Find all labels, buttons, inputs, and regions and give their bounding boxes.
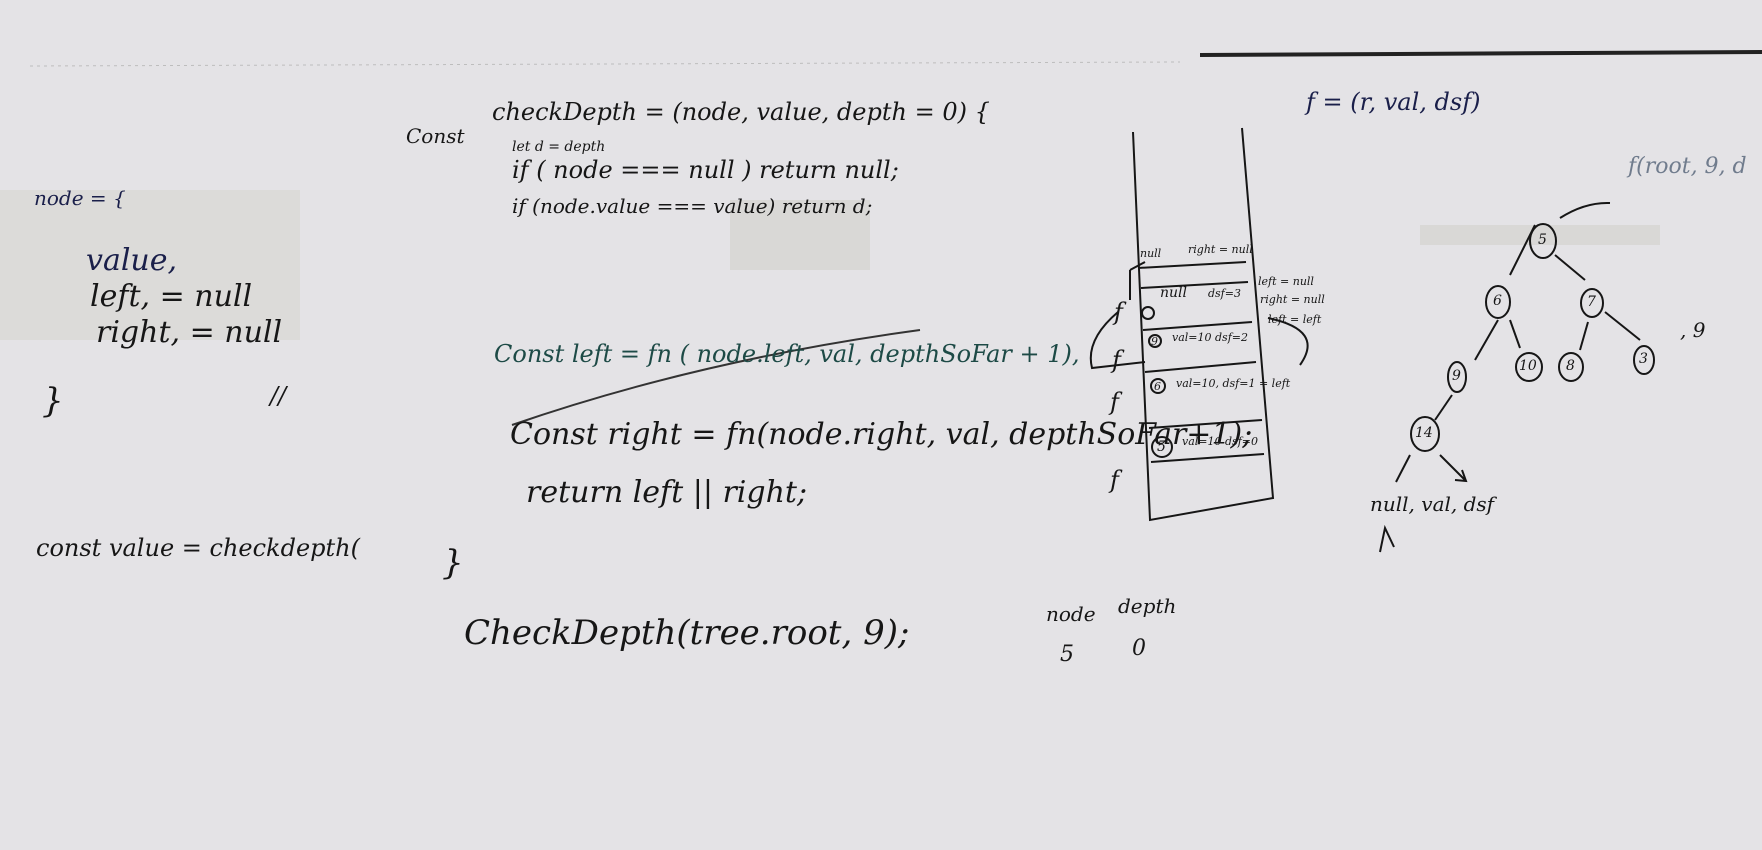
tree-node-circle-8 (1558, 352, 1584, 382)
caret-arrow (1379, 524, 1395, 553)
function-invocation: CheckDepth(tree.root, 9); (464, 613, 910, 653)
value-call-line: const value = checkdepth( (36, 534, 360, 562)
frame-circle-9 (1148, 334, 1162, 348)
tree-edge-9-14 (1434, 394, 1453, 421)
tree-node-circle-14 (1410, 416, 1440, 452)
frame-node-6: 6 (1154, 380, 1161, 393)
tree-node-circle-3 (1633, 345, 1655, 375)
table-header-node: node (1046, 602, 1096, 626)
tree-node-circle-5 (1529, 223, 1557, 259)
stack-divider-1 (1137, 261, 1247, 269)
function-let-line: let d = depth (512, 139, 606, 155)
side-note-left-left: left = left (1268, 313, 1322, 326)
tree-node-9: 9 (1452, 368, 1461, 384)
tree-node-circle-10 (1515, 352, 1543, 382)
frame-label-1: f (1114, 298, 1123, 326)
object-value-line: value, (86, 243, 178, 278)
tree-edge-14-null (1395, 454, 1411, 483)
object-header: node = { (34, 186, 126, 210)
frame-note-6: val=10, dsf=1 = left (1176, 377, 1291, 390)
function-left-line: Const left = fn ( node.left, val, depthS… (494, 340, 1080, 368)
stack-divider-6 (1150, 453, 1265, 463)
frame-label-3: f (1110, 388, 1119, 416)
tree-node-14: 14 (1415, 425, 1433, 441)
function-value-check: if (node.value === value) return d; (512, 194, 873, 218)
tree-call-note: f(root, 9, d (1628, 154, 1747, 179)
frame-node-null: null (1160, 285, 1187, 301)
tree-node-circle-7 (1580, 288, 1604, 318)
tree-edge-5-7 (1554, 254, 1586, 281)
frame-circle-6 (1150, 378, 1166, 394)
faint-top-line (29, 61, 1181, 67)
board-edge-line (1199, 50, 1762, 57)
table-value-depth: 0 (1132, 636, 1146, 661)
tree-node-3: 3 (1639, 351, 1648, 367)
tree-leaf-note: null, val, dsf (1370, 492, 1495, 516)
stack-divider-2 (1140, 281, 1249, 289)
function-right-line: Const right = fn(node.right, val, depthS… (510, 417, 1253, 452)
tree-node-circle-9 (1447, 361, 1467, 393)
tree-node-6: 6 (1493, 293, 1502, 309)
function-return-line: return left || right; (526, 475, 808, 510)
tree-root-arrow (1559, 201, 1611, 219)
frame-label-4: f (1110, 466, 1119, 494)
frame-note-9: val=10 dsf=2 (1172, 331, 1248, 344)
side-note-right-null: right = null (1260, 293, 1325, 306)
frame-circle-null (1141, 306, 1155, 320)
table-header-depth: depth (1118, 594, 1177, 618)
call-stack-outline (1132, 127, 1275, 522)
strike-line (511, 329, 921, 426)
tree-edge-7-3 (1604, 311, 1641, 341)
frame-node-5: 5 (1157, 439, 1166, 455)
tree-node-5: 5 (1538, 232, 1547, 248)
smudge-left (0, 190, 300, 340)
stack-top-note: right = null (1188, 243, 1253, 256)
function-close-brace: } (442, 543, 464, 583)
smudge-middle (730, 200, 870, 270)
table-value-node: 5 (1060, 642, 1074, 667)
object-right-line: right, = null (96, 315, 283, 350)
tree-edge-6-9 (1474, 319, 1499, 361)
object-close-brace: } (42, 381, 64, 421)
tree-node-circle-6 (1485, 285, 1511, 319)
function-null-check: if ( node === null ) return null; (512, 156, 899, 184)
tree-extra-value: , 9 (1680, 318, 1706, 342)
tree-node-10: 10 (1519, 358, 1537, 374)
stack-top-label: null (1140, 247, 1162, 260)
side-note-left-null: left = null (1258, 275, 1314, 288)
stack-divider-5 (1148, 419, 1263, 429)
comment-slashes: // (270, 382, 287, 410)
frame-circle-5 (1151, 436, 1173, 458)
return-arrow-right (1267, 317, 1309, 366)
tree-node-7: 7 (1587, 294, 1596, 310)
frame-label-2: f (1112, 346, 1121, 374)
frame-note-5: val=10 dsf=0 (1182, 435, 1258, 448)
stack-divider-4 (1144, 361, 1257, 373)
object-left-line: left, = null (90, 279, 253, 314)
return-arrow-left (1089, 311, 1146, 370)
stack-divider-3 (1142, 321, 1253, 331)
frame-node-9: 9 (1151, 335, 1158, 348)
function-keyword: Const (406, 124, 465, 148)
return-tick (1129, 261, 1146, 300)
signature-note: f = (r, val, dsf) (1306, 88, 1481, 116)
function-signature: checkDepth = (node, value, depth = 0) { (492, 98, 990, 126)
tree-edge-6-10 (1509, 319, 1521, 349)
frame-note-null: dsf=3 (1208, 287, 1241, 300)
tree-node-8: 8 (1566, 358, 1575, 374)
tree-edge-7-8 (1579, 321, 1589, 351)
tree-edge-14-arrow (1439, 454, 1468, 483)
smudge-right (1420, 225, 1660, 245)
